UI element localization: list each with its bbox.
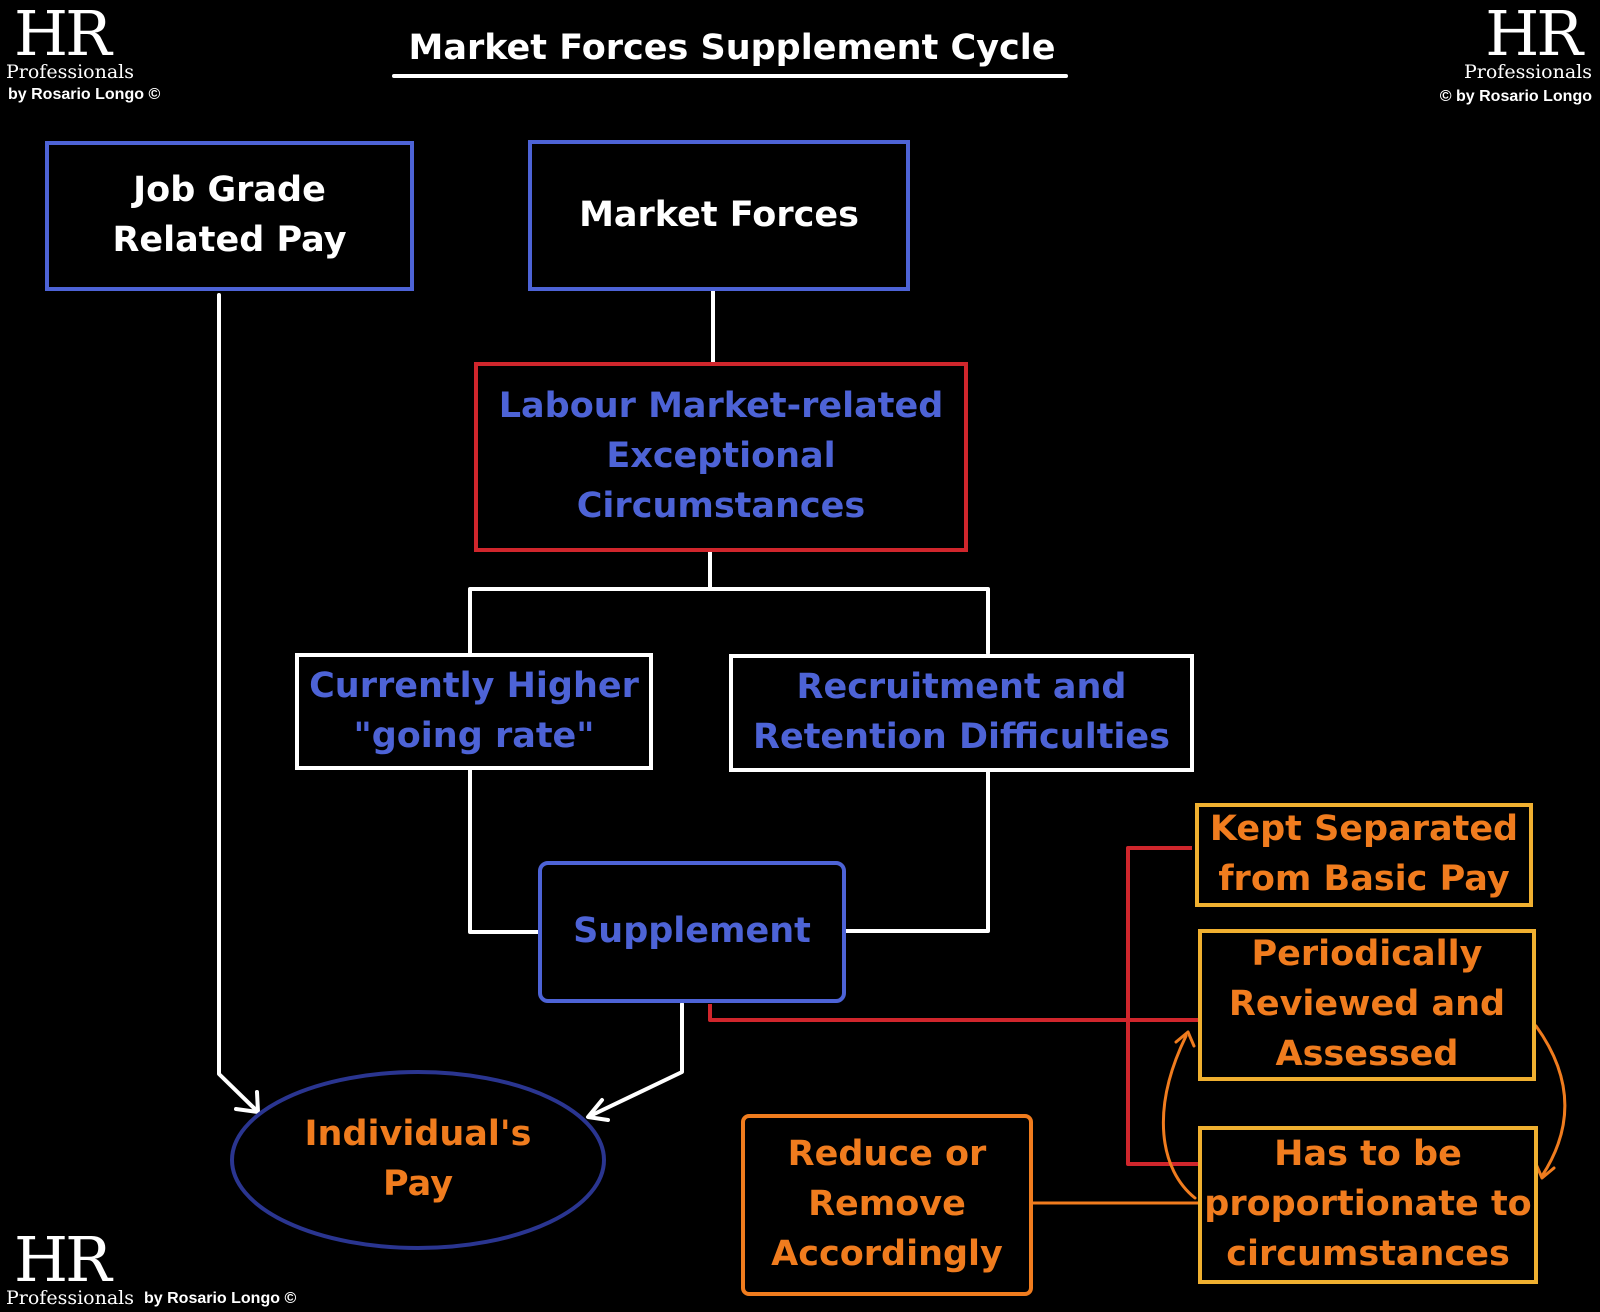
node-label: Job Grade xyxy=(133,170,326,211)
node-label: Labour Market-related xyxy=(498,386,944,427)
logo-professionals: Professionals xyxy=(6,1287,134,1309)
node-label: Retention Difficulties xyxy=(753,717,1170,757)
arrowhead-supplement xyxy=(586,1098,610,1122)
connector-kept-bracket xyxy=(1126,846,1198,1166)
connector-supplement-to-pay xyxy=(588,1002,684,1118)
node-label: Kept Separated xyxy=(1209,809,1519,850)
kept-separated-box: Kept Separated from Basic Pay xyxy=(1195,803,1533,907)
individual-pay-node: Individual's Pay xyxy=(232,1072,604,1248)
node-label: Remove xyxy=(808,1184,966,1225)
node-label: Assessed xyxy=(1275,1033,1459,1074)
going-rate-box: Currently Higher "going rate" xyxy=(295,653,653,770)
arrowhead-cycle-left xyxy=(1174,1030,1196,1048)
logo-professionals: Professionals xyxy=(6,61,134,83)
node-label: Supplement xyxy=(573,911,811,952)
node-label: Related Pay xyxy=(112,220,347,260)
connector-going-rate-to-supplement xyxy=(468,768,540,934)
cycle-arrow-left xyxy=(1161,1034,1197,1200)
connector-split-bar xyxy=(468,587,990,655)
logo-hr-mark: HR xyxy=(1485,0,1583,70)
logo-credit: by Rosario Longo © xyxy=(144,1290,297,1307)
proportionate-box: Has to be proportionate to circumstances xyxy=(1198,1126,1538,1284)
individual-pay-ellipse xyxy=(230,1070,606,1250)
logo-bottom-left: HR Professionals by Rosario Longo © xyxy=(6,1223,326,1310)
node-label: Has to be xyxy=(1274,1134,1462,1175)
market-forces-box: Market Forces xyxy=(528,140,910,291)
logo-hr-mark: HR xyxy=(14,1223,112,1296)
periodically-reviewed-box: Periodically Reviewed and Assessed xyxy=(1198,929,1536,1081)
arrowhead-cycle-right xyxy=(1534,1162,1556,1180)
diagram-title: Market Forces Supplement Cycle xyxy=(408,28,1056,68)
connector-jobgrade-to-pay xyxy=(217,293,259,1113)
node-label: Market Forces xyxy=(579,194,859,235)
logo-credit: by Rosario Longo © xyxy=(8,86,161,103)
recruitment-retention-box: Recruitment and Retention Difficulties xyxy=(729,654,1194,772)
cycle-arrow-right xyxy=(1534,1024,1567,1178)
node-label: circumstances xyxy=(1226,1233,1510,1274)
node-label: Reduce or xyxy=(787,1134,987,1175)
logo-top-right: HR Professionals © by Rosario Longo xyxy=(1400,0,1594,106)
node-label: "going rate" xyxy=(353,715,595,756)
node-label: Circumstances xyxy=(576,485,866,526)
node-label: proportionate to xyxy=(1204,1184,1532,1225)
supplement-box: Supplement xyxy=(538,861,846,1003)
node-label: Periodically xyxy=(1251,934,1483,975)
node-label: Currently Higher xyxy=(309,665,639,706)
node-label: Reviewed and xyxy=(1228,984,1506,1025)
title-underline xyxy=(392,74,1068,78)
logo-credit: © by Rosario Longo xyxy=(1439,88,1592,105)
node-label: Exceptional xyxy=(606,436,836,477)
arrowhead-jobgrade xyxy=(234,1090,260,1114)
logo-top-left: HR Professionals by Rosario Longo © xyxy=(6,0,206,106)
node-label: Accordingly xyxy=(771,1233,1003,1274)
node-label: Recruitment and xyxy=(796,667,1127,708)
labour-market-circumstances-box: Labour Market-related Exceptional Circum… xyxy=(474,362,968,552)
connector-recruitment-to-supplement xyxy=(844,770,990,933)
logo-hr-mark: HR xyxy=(14,0,112,70)
logo-professionals: Professionals xyxy=(1464,61,1592,83)
node-label: Individual's xyxy=(304,1114,532,1155)
node-label: from Basic Pay xyxy=(1218,859,1510,899)
reduce-remove-box: Reduce or Remove Accordingly xyxy=(741,1114,1033,1296)
job-grade-related-pay-box: Job Grade Related Pay xyxy=(45,141,414,291)
connector-supplement-to-reviewed xyxy=(708,1004,1198,1022)
node-label: Pay xyxy=(382,1164,454,1204)
